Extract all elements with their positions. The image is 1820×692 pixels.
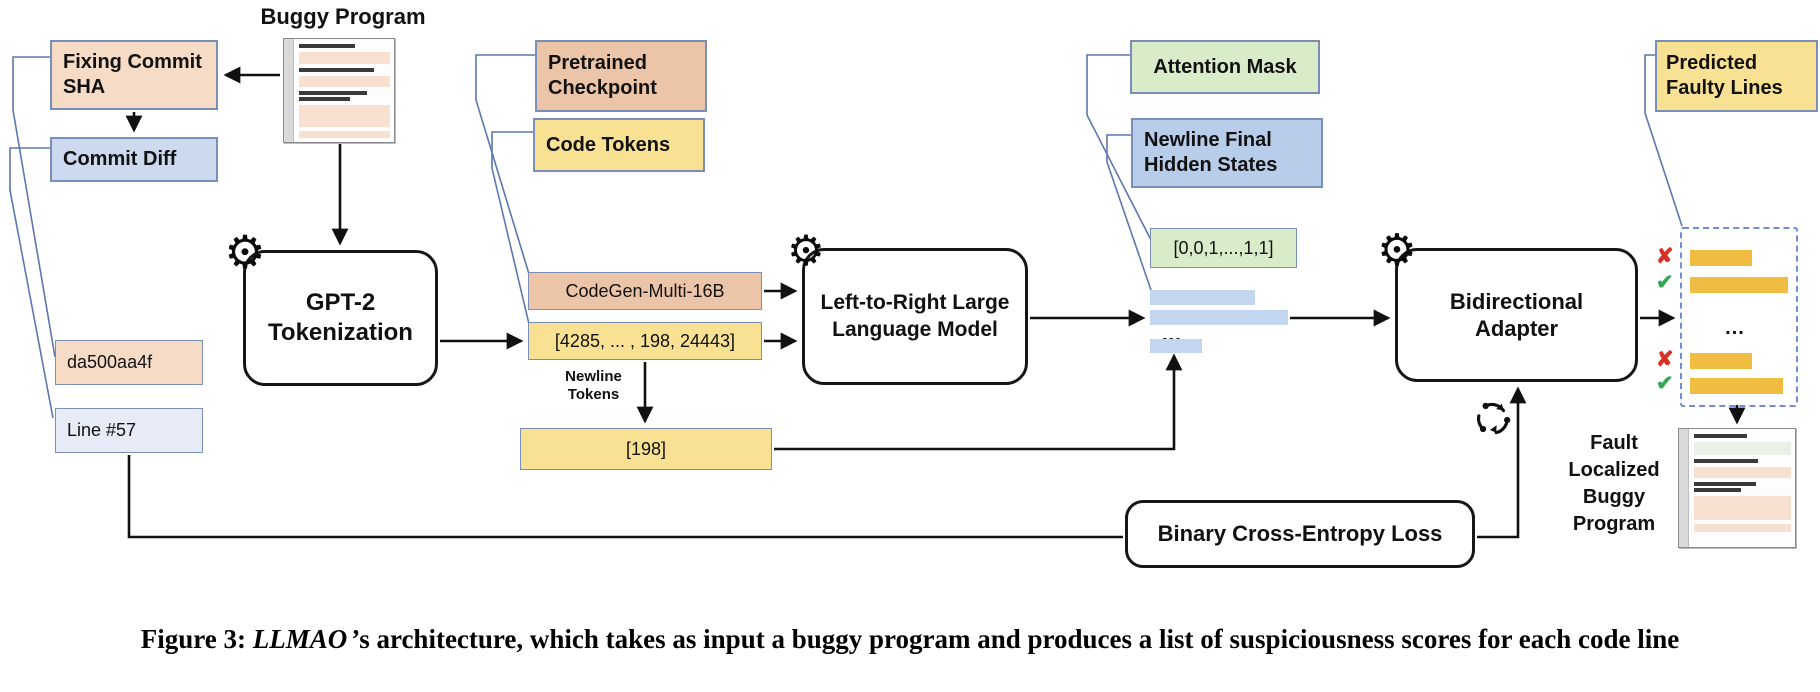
- code-line-highlight: [299, 52, 390, 64]
- code-line: [299, 68, 374, 72]
- line-number-box: Line #57: [55, 408, 203, 453]
- commit-sha-value: da500aa4f: [67, 352, 153, 372]
- document-lines: [294, 39, 394, 142]
- check-mark-icon: ✔: [1656, 372, 1674, 395]
- pretrained-checkpoint-box: Pretrained Checkpoint: [535, 40, 707, 112]
- code-line-highlight-green: [1694, 442, 1791, 455]
- faulty-line-bar: [1690, 250, 1752, 266]
- code-line: [1694, 459, 1759, 463]
- bce-loss-label: Binary Cross-Entropy Loss: [1157, 521, 1443, 547]
- attention-mask-vector-box: [0,0,1,...,1,1]: [1150, 228, 1297, 268]
- code-line-highlight: [1694, 496, 1791, 520]
- figure-caption: Figure 3: LLMAO’s architecture, which ta…: [0, 624, 1820, 655]
- predicted-lines-region: [1680, 227, 1798, 407]
- attention-mask-box: Attention Mask: [1130, 40, 1320, 94]
- fixing-commit-sha-label: Fixing Commit SHA: [63, 51, 202, 98]
- commit-diff-box: Commit Diff: [50, 137, 218, 182]
- newline-token-id-box: [198]: [520, 428, 772, 470]
- llm-label: Left-to-Right Large Language Model: [820, 291, 1010, 341]
- code-line-highlight: [1694, 524, 1791, 532]
- gear-icon: ⚙: [1377, 226, 1417, 275]
- buggy-program-title: Buggy Program: [260, 4, 426, 29]
- caption-prefix: Figure 3:: [140, 624, 246, 654]
- bidirectional-adapter-box: Bidirectional Adapter: [1395, 248, 1638, 382]
- llm-box: Left-to-Right Large Language Model: [802, 248, 1028, 385]
- code-line: [1694, 482, 1757, 486]
- code-line: [1694, 488, 1741, 492]
- line-number-value: Line #57: [67, 420, 137, 440]
- code-token-ids-box: [4285, ... , 198, 24443]: [528, 322, 762, 360]
- caption-model-name: LLMAO: [252, 624, 348, 654]
- buggy-program-document: [283, 38, 395, 143]
- newline-tokens-label: Newline Tokens: [565, 368, 622, 403]
- hidden-state-bar: [1150, 290, 1255, 305]
- caption-text: ’s architecture, which takes as input a …: [351, 624, 1680, 654]
- gpt2-tokenization-label: GPT-2 Tokenization: [268, 289, 413, 346]
- code-line-highlight: [299, 131, 390, 138]
- x-mark-icon: ✘: [1656, 348, 1674, 371]
- fault-localized-program-label: Fault Localized Buggy Program: [1568, 432, 1660, 535]
- code-line: [1694, 434, 1748, 438]
- gear-icon: ⚙: [787, 227, 825, 274]
- newline-final-hidden-states-label: Newline Final Hidden States: [1144, 129, 1278, 176]
- code-line-highlight: [299, 76, 390, 87]
- bce-loss-box: Binary Cross-Entropy Loss: [1125, 500, 1475, 568]
- newline-final-hidden-states-box: Newline Final Hidden States: [1131, 118, 1323, 188]
- attention-mask-vector-value: [0,0,1,...,1,1]: [1173, 237, 1274, 258]
- code-line: [299, 97, 350, 101]
- codegen-model-label: CodeGen-Multi-16B: [565, 280, 725, 301]
- document-lines: [1689, 429, 1795, 547]
- faulty-line-bar: [1690, 277, 1788, 293]
- document-gutter: [284, 39, 294, 142]
- predicted-lines-ellipsis: ...: [1725, 317, 1745, 339]
- commit-sha-value-box: da500aa4f: [55, 340, 203, 385]
- code-token-ids-value: [4285, ... , 198, 24443]: [554, 330, 736, 351]
- x-mark-icon: ✘: [1656, 245, 1674, 268]
- code-line-highlight: [299, 105, 390, 127]
- code-line-highlight: [1694, 467, 1791, 478]
- attention-mask-label: Attention Mask: [1153, 55, 1297, 78]
- bidirectional-adapter-label: Bidirectional Adapter: [1449, 288, 1584, 342]
- gpt2-tokenization-box: GPT-2 Tokenization: [243, 250, 438, 386]
- predicted-faulty-lines-box: Predicted Faulty Lines: [1655, 40, 1818, 112]
- fixing-commit-sha-box: Fixing Commit SHA: [50, 40, 218, 110]
- hidden-state-bar: [1150, 339, 1202, 353]
- cycle-arrows-icon: [1476, 402, 1511, 435]
- codegen-model-box: CodeGen-Multi-16B: [528, 272, 762, 310]
- hidden-state-bar: [1150, 310, 1288, 325]
- faulty-line-bar: [1690, 378, 1783, 394]
- gear-icon: ⚙: [224, 226, 266, 278]
- code-line: [299, 44, 356, 48]
- code-tokens-label: Code Tokens: [546, 133, 671, 156]
- commit-diff-label: Commit Diff: [63, 148, 177, 170]
- code-line: [299, 91, 368, 95]
- faulty-line-bar: [1690, 353, 1752, 369]
- predicted-faulty-lines-label: Predicted Faulty Lines: [1666, 52, 1783, 99]
- pretrained-checkpoint-label: Pretrained Checkpoint: [548, 52, 657, 99]
- code-tokens-box: Code Tokens: [533, 118, 705, 172]
- check-mark-icon: ✔: [1656, 271, 1674, 294]
- fault-localized-document: [1678, 428, 1796, 548]
- newline-token-id-value: [198]: [625, 438, 667, 459]
- document-gutter: [1679, 429, 1689, 547]
